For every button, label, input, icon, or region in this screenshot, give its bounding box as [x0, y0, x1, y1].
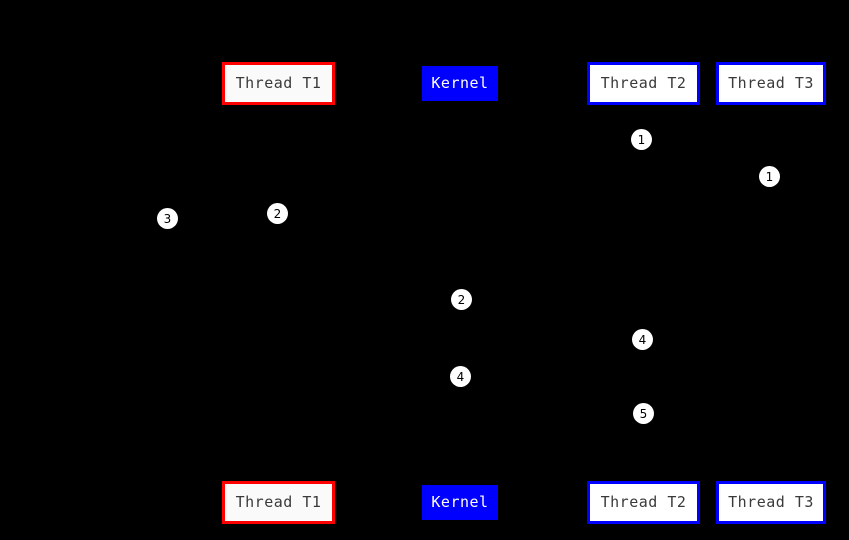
participant-thread-t2-bottom[interactable]: Thread T2	[587, 481, 700, 524]
step-badge-t2-5: 5	[633, 403, 654, 424]
participant-label: Thread T1	[235, 493, 322, 511]
message-arrow	[278, 376, 460, 377]
step-badge-t3-1: 1	[759, 166, 780, 187]
step-number: 4	[456, 369, 465, 384]
step-number: 2	[457, 292, 466, 307]
step-number: 1	[765, 169, 774, 184]
step-badge-t1-2: 2	[267, 203, 288, 224]
step-badge-kernel-4: 4	[450, 366, 471, 387]
message-arrow	[460, 413, 643, 414]
step-number: 3	[163, 211, 172, 226]
step-badge-kernel-2: 2	[451, 289, 472, 310]
participant-thread-t3-top[interactable]: Thread T3	[716, 62, 826, 105]
message-arrow	[278, 213, 460, 214]
participant-thread-t1-bottom[interactable]: Thread T1	[222, 481, 335, 524]
step-number: 2	[273, 206, 282, 221]
step-badge-t2-4: 4	[632, 329, 653, 350]
step-number: 4	[638, 332, 647, 347]
step-badge-t1-3: 3	[157, 208, 178, 229]
participant-thread-t1-top[interactable]: Thread T1	[222, 62, 335, 105]
participant-label: Thread T2	[600, 74, 687, 92]
participant-label: Thread T2	[600, 493, 687, 511]
step-number: 5	[639, 406, 648, 421]
message-arrow	[460, 176, 771, 177]
step-badge-t2-1: 1	[631, 129, 652, 150]
lifeline-thread-t1	[278, 105, 279, 481]
step-number: 1	[637, 132, 646, 147]
participant-label: Kernel	[431, 74, 489, 92]
participant-kernel-top[interactable]: Kernel	[422, 66, 498, 101]
participant-thread-t2-top[interactable]: Thread T2	[587, 62, 700, 105]
message-arrow	[150, 218, 278, 219]
message-arrow	[460, 139, 643, 140]
lifeline-thread-t3	[771, 105, 772, 481]
participant-label: Thread T3	[728, 493, 814, 511]
participant-label: Thread T3	[728, 74, 814, 92]
lifeline-thread-t2	[643, 105, 644, 481]
participant-thread-t3-bottom[interactable]: Thread T3	[716, 481, 826, 524]
participant-kernel-bottom[interactable]: Kernel	[422, 485, 498, 520]
participant-label: Kernel	[431, 493, 489, 511]
participant-label: Thread T1	[235, 74, 322, 92]
message-arrow	[460, 299, 643, 300]
message-arrow	[643, 339, 771, 340]
